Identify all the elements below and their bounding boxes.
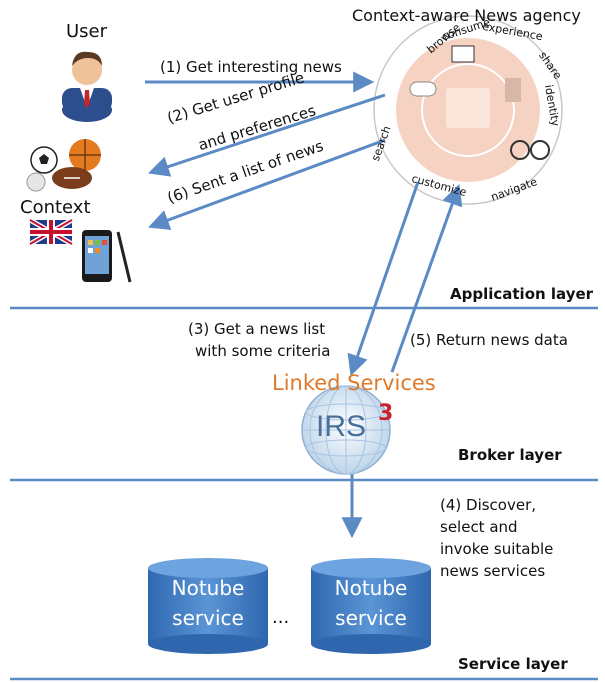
services-ellipsis: ... (272, 607, 290, 628)
agency-label: Context-aware News agency (352, 6, 581, 25)
linked-services-title: Linked Services (272, 371, 436, 395)
message-1-label: (1) Get interesting news (160, 58, 342, 76)
globe-icon (301, 385, 391, 475)
service-cylinder-left (148, 558, 268, 654)
arrow-return-news-data (390, 184, 463, 373)
user-label: User (66, 21, 108, 42)
application-layer-label: Application layer (450, 285, 594, 303)
context-label: Context (20, 197, 91, 218)
smartphone-icon (82, 230, 132, 283)
message-3-line2: with some criteria (195, 342, 331, 360)
irs-logo-superscript: 3 (378, 401, 394, 426)
service-left-line2: service (172, 606, 244, 630)
message-4-line1: (4) Discover, (440, 496, 537, 514)
user-avatar-icon (62, 51, 112, 122)
message-4-line3: invoke suitable (440, 540, 554, 558)
message-4-line2: select and (440, 518, 518, 536)
news-agency-icon (373, 15, 563, 205)
irs-logo-text: IRS (316, 410, 367, 443)
service-layer-label: Service layer (458, 655, 568, 673)
arrow-get-user-profile (148, 93, 386, 177)
message-5-label: (5) Return news data (410, 331, 568, 349)
service-right-line2: service (335, 606, 407, 630)
service-left-line1: Notube (171, 576, 245, 600)
arrow-get-news-list (347, 181, 420, 376)
service-cylinder-right (311, 558, 431, 654)
arrow-sent-list-of-news (148, 138, 386, 231)
uk-flag-icon (28, 217, 74, 247)
broker-layer-label: Broker layer (458, 446, 562, 464)
message-4-line4: news services (440, 562, 546, 580)
sports-balls-icon (26, 139, 101, 192)
message-3-line1: (3) Get a news list (188, 320, 326, 338)
service-right-line1: Notube (334, 576, 408, 600)
